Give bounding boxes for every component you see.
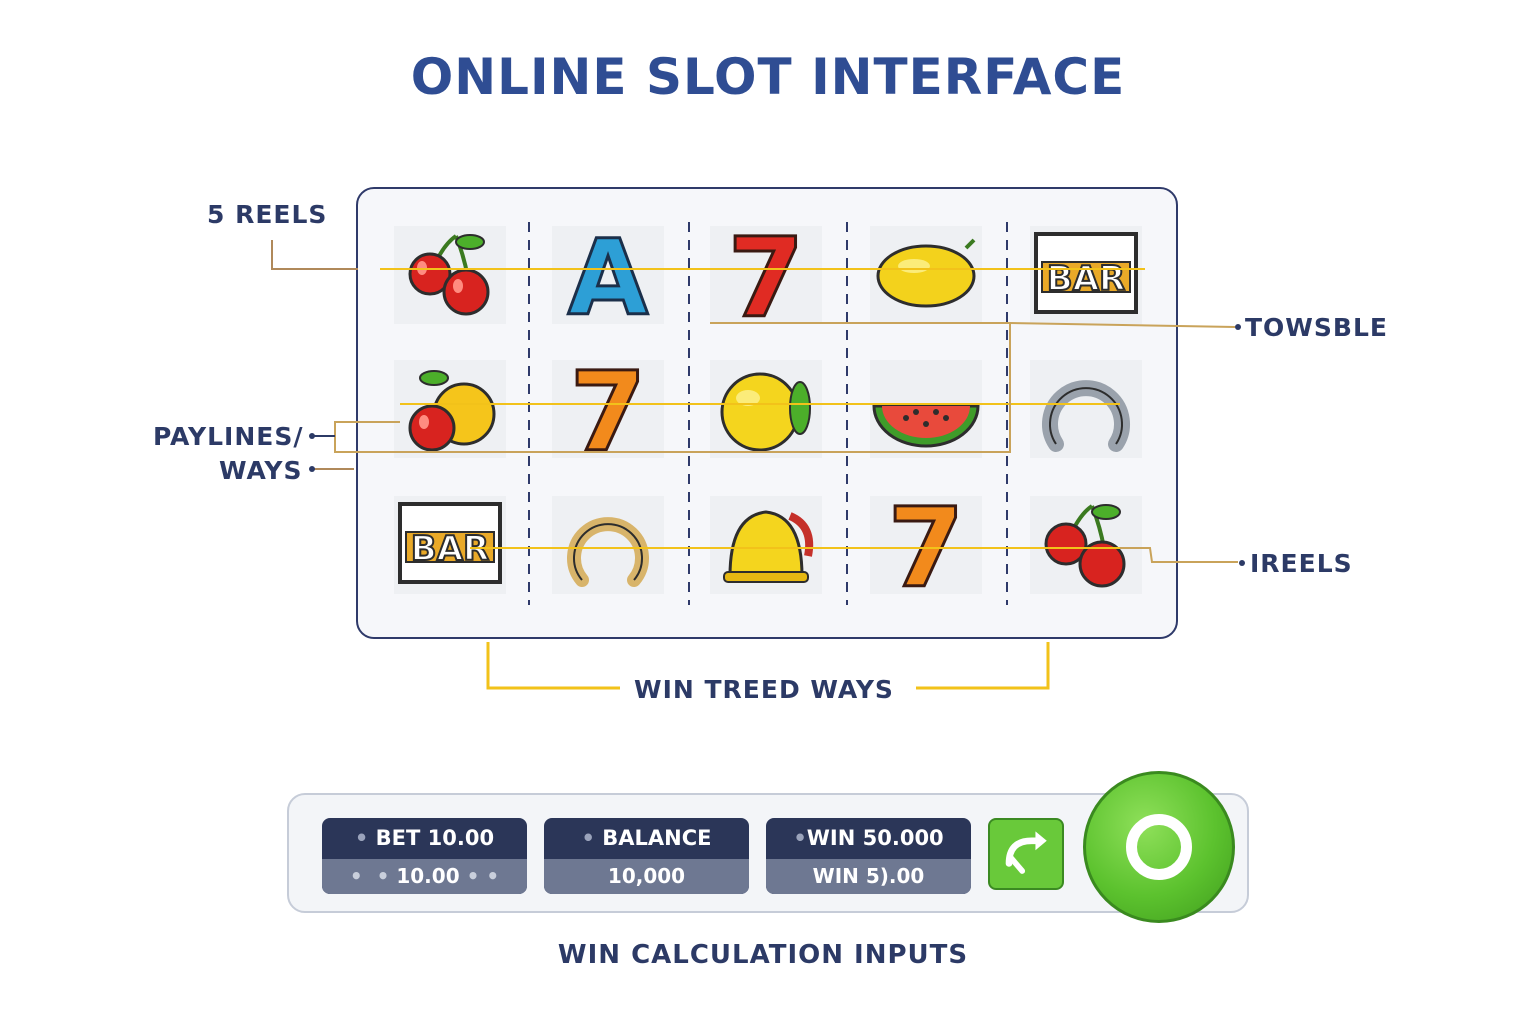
symbol-cherry	[394, 226, 506, 324]
svg-text:7: 7	[888, 496, 965, 594]
symbol-bar: BAR	[1030, 226, 1142, 324]
symbol-cherry-2	[1030, 496, 1142, 594]
balance-panel: • BALANCE 10,000	[544, 818, 749, 894]
symbol-cherry-orange	[394, 360, 506, 458]
symbol-seven-red: 7	[710, 226, 822, 324]
symbol-seven-orange-2: 7	[870, 496, 982, 594]
symbol-seven-orange: 7	[552, 360, 664, 458]
symbol-lemon	[870, 226, 982, 324]
autoplay-icon	[1005, 831, 1047, 874]
symbol-watermelon	[870, 360, 982, 458]
callout-ireels: IREELS	[1250, 549, 1353, 578]
bet-value: 10.00	[396, 864, 460, 888]
footer-caption: WIN CALCULATION INPUTS	[557, 940, 969, 970]
bet-label: BET 10.00	[375, 826, 495, 850]
svg-text:BAR: BAR	[411, 529, 489, 569]
page-title: ONLINE SLOT INTERFACE	[410, 48, 1126, 106]
svg-text:BAR: BAR	[1047, 259, 1125, 299]
svg-text:7: 7	[728, 226, 805, 324]
balance-label: BALANCE	[602, 826, 712, 850]
bet-panel[interactable]: • BET 10.00 • • 10.00 • •	[322, 818, 527, 894]
spin-button[interactable]	[1083, 771, 1235, 923]
balance-value: 10,000	[607, 864, 686, 888]
symbol-horseshoe-gold	[552, 496, 664, 594]
symbol-orange	[710, 360, 822, 458]
autoplay-button[interactable]	[988, 818, 1064, 890]
callout-ways: WAYS	[219, 456, 303, 485]
symbol-horseshoe-silver	[1030, 360, 1142, 458]
win-panel: •WIN 50.000 WIN 5).00	[766, 818, 971, 894]
symbol-letter-a: A	[552, 226, 664, 324]
svg-text:7: 7	[570, 360, 647, 458]
win-value: WIN 5).00	[812, 864, 925, 888]
symbol-bar-2: BAR	[394, 496, 506, 594]
win-label: WIN 50.000	[806, 826, 944, 850]
svg-text:A: A	[568, 226, 649, 324]
callout-reels: 5 REELS	[207, 200, 328, 229]
callout-towsble: TOWSBLE	[1245, 313, 1388, 342]
spin-ring-icon	[1126, 814, 1192, 880]
callout-paylines: PAYLINES/	[153, 422, 304, 451]
symbol-bell	[710, 496, 822, 594]
